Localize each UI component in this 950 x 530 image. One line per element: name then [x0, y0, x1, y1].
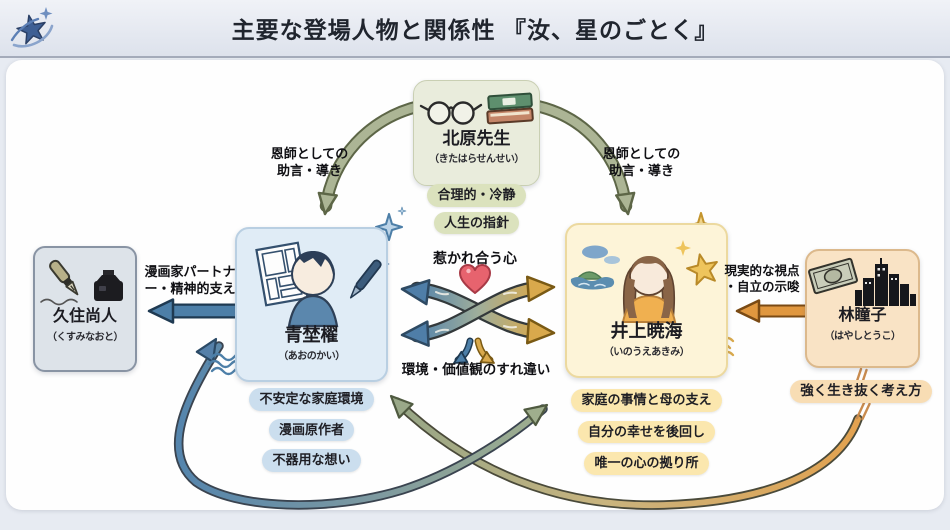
character-name: 北原先生 — [442, 129, 511, 148]
sea-island-icon — [570, 245, 620, 290]
fountain-pen-icon — [49, 259, 79, 296]
money-and-city-icon — [808, 257, 916, 306]
trait-tag: 家庭の事情と母の支え — [571, 389, 722, 412]
mismatch-label: 環境・価値観のすれ違い — [401, 362, 551, 377]
page-title: 主要な登場人物と関係性 『汝、星のごとく』 — [231, 17, 719, 43]
character-name: 井上暁海 — [610, 321, 683, 341]
trait-tag: 自分の幸せを後回し — [577, 420, 715, 444]
trait-tag: 人生の指針 — [433, 211, 519, 235]
attraction-label: 惹かれ合う心 — [433, 250, 517, 266]
trait-tag: 強く生き抜く考え方 — [790, 380, 932, 404]
character-furigana: （はやしとうこ） — [824, 330, 902, 342]
hayashi-tags: 強く生き抜く考え方 — [786, 380, 936, 404]
header: 主要な登場人物と関係性 『汝、星のごとく』 — [0, 0, 950, 58]
sea-girl-star-icon — [570, 240, 718, 323]
fountain-pen-and-ink-icon — [40, 259, 123, 306]
character-name: 青埜櫂 — [284, 325, 339, 345]
mentor-left-label: 恩師としての 助言・導き — [270, 146, 349, 178]
ink-bottle-icon — [94, 270, 123, 301]
manga-page-icon — [255, 241, 309, 307]
trait-tag: 不安定な家庭環境 — [249, 388, 374, 411]
boy-avatar — [287, 251, 339, 328]
character-furigana: （きたはらせんせい） — [429, 153, 524, 165]
trait-tag: 合理的・冷静 — [427, 184, 526, 207]
girl-avatar — [621, 256, 677, 323]
star-swoosh-logo-icon — [10, 7, 54, 48]
partner-label: 漫画家パートナ ー・精神的支え — [144, 264, 236, 296]
character-furigana: （あおのかい） — [278, 350, 345, 362]
character-furigana: （くすみなおと） — [47, 331, 124, 343]
kitahara-tags: 合理的・冷静 人生の指針 — [413, 184, 540, 235]
character-card-kusumi: 久住尚人 （くすみなおと） — [33, 246, 137, 372]
trait-tag: 不器用な想い — [262, 449, 361, 472]
ink-squiggle — [40, 298, 78, 306]
character-card-aono: 青埜櫂 （あおのかい） — [235, 227, 388, 382]
aono-tags: 不安定な家庭環境 漫画原作者 不器用な想い — [235, 388, 388, 472]
glasses-icon — [419, 101, 483, 125]
realistic-label: 現実的な視点 ・自立の示唆 — [724, 264, 800, 294]
star-icon — [675, 240, 718, 286]
trait-tag: 漫画原作者 — [268, 418, 354, 442]
trait-tag: 唯一の心の拠り所 — [584, 452, 709, 475]
manga-page-boy-pen-icon — [255, 241, 382, 328]
character-name: 久住尚人 — [52, 308, 117, 325]
character-name: 林瞳子 — [838, 307, 887, 324]
books-icon — [486, 92, 534, 125]
character-furigana: （いのうえあきみ） — [603, 346, 690, 358]
money-bill-icon — [808, 257, 858, 295]
character-card-kitahara: 北原先生 （きたはらせんせい） — [413, 80, 540, 186]
character-card-hayashi: 林瞳子 （はやしとうこ） — [805, 249, 920, 368]
pen-icon — [349, 259, 382, 299]
city-skyline-icon — [855, 258, 916, 306]
character-card-inoue: 井上暁海 （いのうえあきみ） — [565, 223, 728, 378]
inoue-tags: 家庭の事情と母の支え 自分の幸せを後回し 唯一の心の拠り所 — [555, 389, 738, 475]
mentor-right-label: 恩師としての 助言・導き — [602, 146, 681, 178]
glasses-and-books-icon — [419, 92, 534, 125]
